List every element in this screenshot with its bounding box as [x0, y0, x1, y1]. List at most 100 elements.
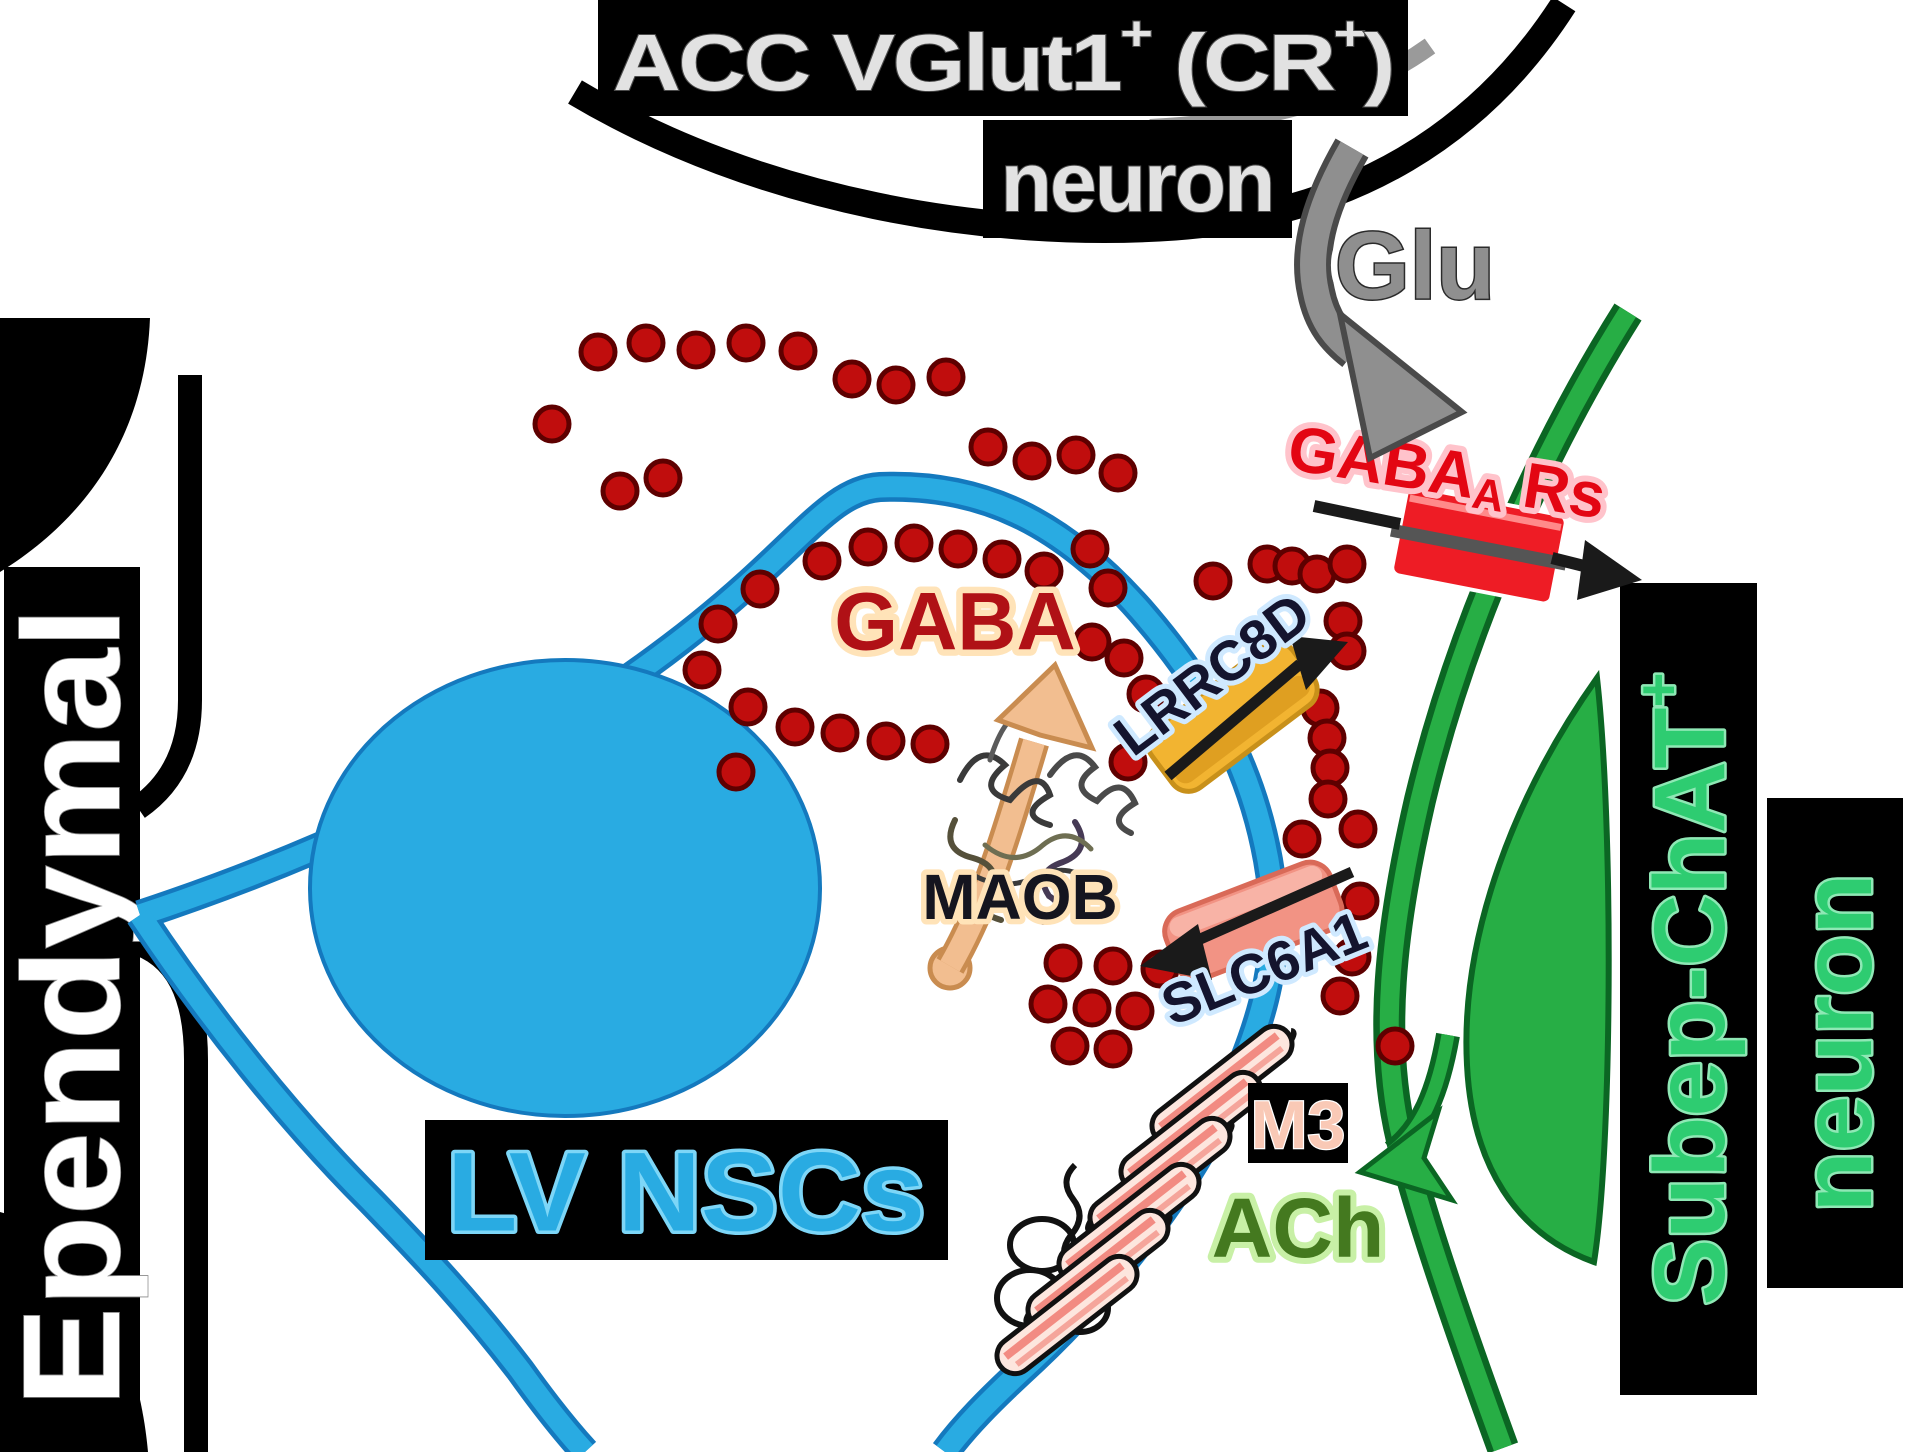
gaba-dot — [1093, 1029, 1133, 1069]
gaba-dot — [1050, 1026, 1090, 1066]
gaba-dot — [1193, 561, 1233, 601]
gaba-dot — [802, 541, 842, 581]
ependymal-cell-top — [0, 318, 150, 572]
gaba-dot — [1104, 638, 1144, 678]
lrrc8d-arrowhead — [1290, 636, 1348, 690]
slc6a1-arrow-shaft — [1177, 866, 1355, 954]
gaba-dot — [532, 404, 572, 444]
gaba-dot — [1028, 984, 1068, 1024]
m3-banner — [1248, 1083, 1348, 1163]
gaba-dot — [626, 323, 666, 363]
nsc-membrane-bottom — [131, 909, 593, 1452]
lv-nscs-banner — [425, 1120, 948, 1260]
acc-text-mid: (CR — [1151, 18, 1335, 107]
glu-arrowhead — [1335, 306, 1468, 463]
gaba-dot — [938, 529, 978, 569]
lv-nscs-label: LV NSCs — [447, 1130, 925, 1255]
gaba-dot — [600, 471, 640, 511]
gaba-dot — [1072, 988, 1112, 1028]
m3-receptor — [994, 1023, 1297, 1377]
gaba-dot — [1340, 881, 1380, 921]
gabaa-arrow-shaft-in — [1312, 500, 1402, 530]
gaba-dot — [1072, 622, 1112, 662]
gaba-dot — [876, 365, 916, 405]
gaba-dot — [848, 527, 888, 567]
subep-banner-line2 — [1767, 798, 1903, 1288]
nsc-nucleus — [308, 658, 822, 1118]
gaba-dot — [1088, 568, 1128, 608]
gaba-dot — [778, 331, 818, 371]
ependymal-cell-border-top — [130, 375, 202, 818]
gaba-dot — [820, 713, 860, 753]
subep-neuron-label: neuron — [1781, 874, 1893, 1213]
gabaa-text-tail: Rs — [1501, 446, 1611, 533]
subep-banner-line1 — [1620, 583, 1757, 1395]
gaba-dot — [1115, 991, 1155, 1031]
gaba-label: GABA — [834, 577, 1075, 668]
glu-label-glow: Glu — [1335, 213, 1495, 320]
ependymal-label: Ependymal — [0, 607, 149, 1407]
gaba-dot — [676, 330, 716, 370]
gaba-dot — [1098, 453, 1138, 493]
gaba-dot — [1375, 1026, 1415, 1066]
gaba-dot — [1024, 551, 1064, 591]
gaba-dot — [1108, 742, 1148, 782]
acc-sup2: + — [1334, 8, 1366, 61]
gabaa-receptor — [1389, 484, 1568, 606]
gaba-dot — [726, 323, 766, 363]
acc-banner-line1-label: ACC VGlut1+ (CR+) — [613, 8, 1393, 107]
gaba-dot — [1126, 674, 1166, 714]
subep-label: Subep-ChAT+ — [1625, 672, 1747, 1305]
gaba-dot — [982, 539, 1022, 579]
gaba-dot — [910, 724, 950, 764]
subep-text-main: Subep-ChAT — [1634, 708, 1746, 1306]
gaba-dot — [643, 458, 683, 498]
maob-arrowhead — [993, 660, 1097, 752]
maob-label: MAOB — [922, 861, 1118, 933]
gaba-dot — [716, 752, 756, 792]
chat-neuron-soma — [1463, 669, 1612, 1267]
gaba-dot — [682, 650, 722, 690]
gaba-dot — [1043, 943, 1083, 983]
gaba-dot — [1056, 435, 1096, 475]
gaba-dot — [832, 359, 872, 399]
subep-sup: + — [1625, 672, 1692, 707]
gaba-dot — [1282, 819, 1322, 859]
gaba-dot — [1320, 976, 1360, 1016]
slc6a1-arrowhead — [1140, 924, 1212, 980]
gaba-dot — [894, 523, 934, 563]
chat-neuron-process — [1379, 306, 1637, 1452]
ach-arrowhead — [1354, 1105, 1458, 1205]
acc-text-main: ACC VGlut1 — [613, 18, 1121, 107]
gaba-dot — [1338, 809, 1378, 849]
gaba-dot — [775, 707, 815, 747]
acc-banner-line2 — [983, 120, 1292, 238]
gaba-dot — [698, 604, 738, 644]
gabaa-arrowhead — [1577, 540, 1642, 600]
gaba-dot — [1332, 937, 1372, 977]
gaba-dot — [968, 427, 1008, 467]
acc-banner-line1 — [598, 0, 1408, 116]
m3-label: M3 — [1251, 1087, 1345, 1163]
acc-sup1: + — [1120, 8, 1152, 61]
gaba-dot — [866, 721, 906, 761]
gaba-dot — [926, 357, 966, 397]
maob-arrow-shaft — [940, 738, 1045, 972]
gaba-dot — [1012, 441, 1052, 481]
gaba-molecule-dots — [532, 323, 1415, 1069]
gaba-dot — [1093, 946, 1133, 986]
glu-arrow-shaft — [1300, 141, 1364, 363]
gaba-dot — [1327, 544, 1367, 584]
ependymal-banner — [4, 567, 140, 1447]
acc-banner-line2-label: neuron — [1001, 135, 1274, 229]
gaba-dot — [740, 569, 780, 609]
gaba-dot — [578, 332, 618, 372]
ach-label: ACh — [1212, 1181, 1385, 1275]
glu-label: Glu — [1335, 213, 1495, 320]
gaba-dot — [1308, 779, 1348, 819]
lrrc8d-arrow-shaft — [1164, 659, 1304, 781]
gaba-dot — [1070, 529, 1110, 569]
acc-text-end: ) — [1364, 18, 1393, 107]
gaba-dot — [728, 687, 768, 727]
